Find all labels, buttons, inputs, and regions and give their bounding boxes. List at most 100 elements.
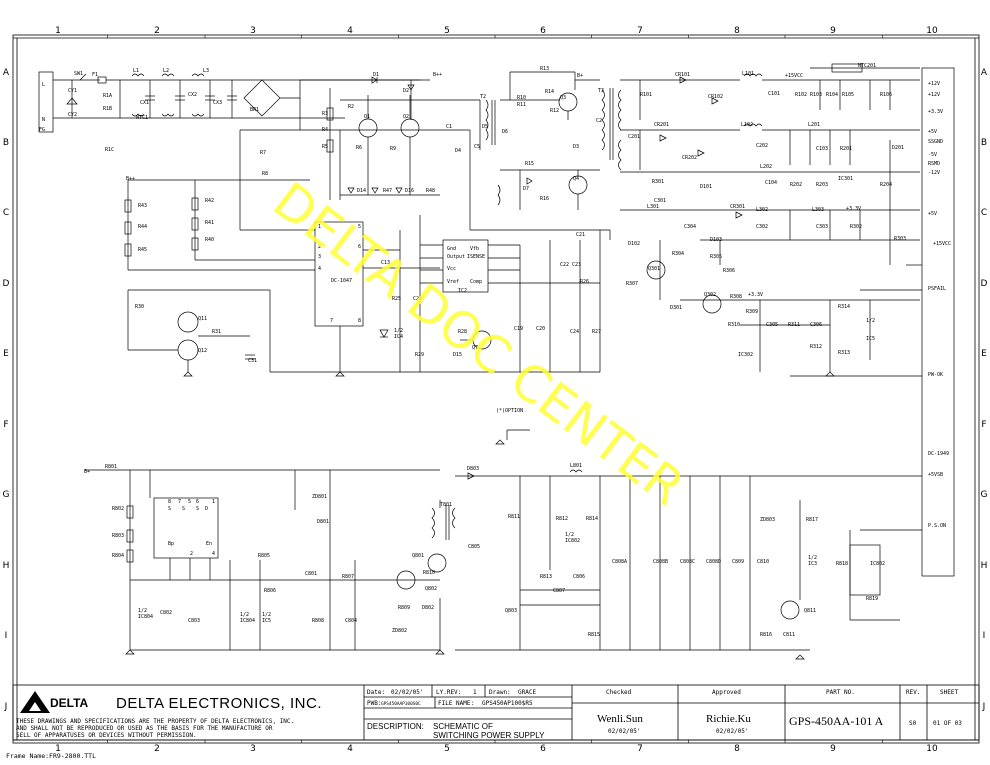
label-cy1: CY1	[68, 88, 77, 94]
label-l101: L101	[742, 71, 754, 77]
label-r815: R815	[588, 632, 600, 638]
label-r1b: R1B	[103, 106, 112, 112]
checked-name: Wenli.Sun	[597, 713, 643, 725]
grid-row-D-r: D	[981, 279, 988, 289]
grid-row-G-l: G	[3, 490, 10, 500]
label-cx1: CX1	[140, 100, 149, 106]
label-c808d: C808D	[706, 559, 721, 565]
label-r818: R818	[836, 561, 848, 567]
label-c304: C304	[684, 224, 696, 230]
label-r807: R807	[342, 574, 354, 580]
label-l201: L201	[808, 122, 820, 128]
label-d14: D14	[357, 188, 366, 194]
label-v33-3: +3.3V	[748, 292, 763, 298]
label-r5: R5	[322, 144, 328, 150]
label-c19: C19	[514, 326, 523, 332]
approved-name: Richie.Ku	[706, 713, 751, 725]
label-q7: Q7	[472, 345, 478, 351]
watermark: DELTA DOC CENTER	[263, 171, 695, 517]
label-2: Vcc	[447, 266, 456, 272]
label-r12: R12	[550, 108, 559, 114]
label-c301: C301	[654, 198, 666, 204]
label-ic804: IC804	[138, 614, 153, 620]
label-r809: R809	[398, 605, 410, 611]
label-c305: C305	[766, 322, 778, 328]
label-r811: R811	[508, 514, 520, 520]
grid-col-10-bot: 10	[926, 744, 938, 754]
label-0: 8	[168, 499, 171, 505]
label-d1: D1	[373, 72, 379, 78]
label-ntc201: NTC201	[858, 63, 876, 69]
grid-col-3-bot: 3	[250, 744, 256, 754]
label-cr202: CR202	[682, 155, 697, 161]
label-4: D	[205, 506, 208, 512]
label-l301: L301	[647, 204, 659, 210]
label-6: 4	[212, 551, 215, 557]
label-r314: R314	[838, 304, 850, 310]
grid-row-E-r: E	[981, 349, 987, 359]
label-ic5-ratio: 1/2	[866, 318, 875, 324]
label-r106: R106	[880, 92, 892, 98]
label-4: 1	[212, 499, 215, 505]
grid-row-J-l: J	[4, 702, 8, 712]
label-ic804b-ratio: 1/2	[240, 612, 249, 618]
approved-date: 02/02/05'	[716, 728, 749, 735]
label-v33-1: +3.3V	[928, 109, 943, 115]
label-c201: C201	[628, 134, 640, 140]
label-c103: C103	[816, 146, 828, 152]
label-d15: D15	[453, 352, 462, 358]
label-r101: R101	[640, 92, 652, 98]
label-m5: -5V	[928, 152, 937, 158]
label-r6: R6	[356, 145, 362, 151]
label-r16: R16	[540, 196, 549, 202]
label-d301: D301	[670, 305, 682, 311]
label-v15vcc-2: +15VCC	[933, 241, 951, 247]
label-cr201: CR201	[654, 122, 669, 128]
label-q802: Q802	[425, 586, 437, 592]
label-2: S	[196, 506, 199, 512]
label-r27: R27	[592, 329, 601, 335]
label-r203: R203	[816, 182, 828, 188]
label-r1a: R1A	[103, 93, 112, 99]
label-c303: C303	[816, 224, 828, 230]
label-c22: C22	[560, 262, 569, 268]
drawn-value: GRACE	[518, 689, 536, 696]
label-ic3: IC3	[808, 561, 817, 567]
label-1: Output	[447, 254, 465, 260]
label-r808: R808	[312, 618, 324, 624]
label-ic802-ratio: 1/2	[565, 532, 574, 538]
label-c1: C1	[446, 124, 452, 130]
label-r26: R26	[580, 279, 589, 285]
label-r305: R305	[710, 254, 722, 260]
label-q12: Q12	[198, 348, 207, 354]
label-q301: Q301	[648, 266, 660, 272]
label-ic804b: IC804	[240, 618, 255, 624]
ly-rev-label: LY.REV:	[436, 689, 461, 696]
label-c23: C23	[572, 262, 581, 268]
label-6: Comp	[470, 279, 482, 285]
checked-label: Checked	[606, 689, 632, 696]
label-c808c: C808C	[680, 559, 695, 565]
grid-row-G-r: G	[981, 490, 988, 500]
label-q801: Q801	[412, 553, 424, 559]
label-f1: F1	[92, 72, 98, 78]
label-r311: R311	[788, 322, 800, 328]
label-c807: C807	[553, 588, 565, 594]
approved-label: Approved	[712, 689, 741, 696]
label-sw1: SW1	[74, 71, 83, 77]
label-ic5: IC5	[866, 336, 875, 342]
label-2: 6	[196, 499, 199, 505]
label-c21: C21	[576, 232, 585, 238]
grid-col-5-bot: 5	[444, 744, 450, 754]
label-r310: R310	[728, 322, 740, 328]
label-r204: R204	[880, 182, 892, 188]
label-v5-2: +5V	[928, 211, 937, 217]
label-c804: C804	[345, 618, 357, 624]
label-c31: C31	[248, 358, 257, 364]
label-r2: R2	[348, 104, 354, 110]
label-c811: C811	[783, 632, 795, 638]
label-r812: R812	[556, 516, 568, 522]
label-br1: BR1	[250, 107, 259, 113]
label-r48: R48	[426, 188, 435, 194]
